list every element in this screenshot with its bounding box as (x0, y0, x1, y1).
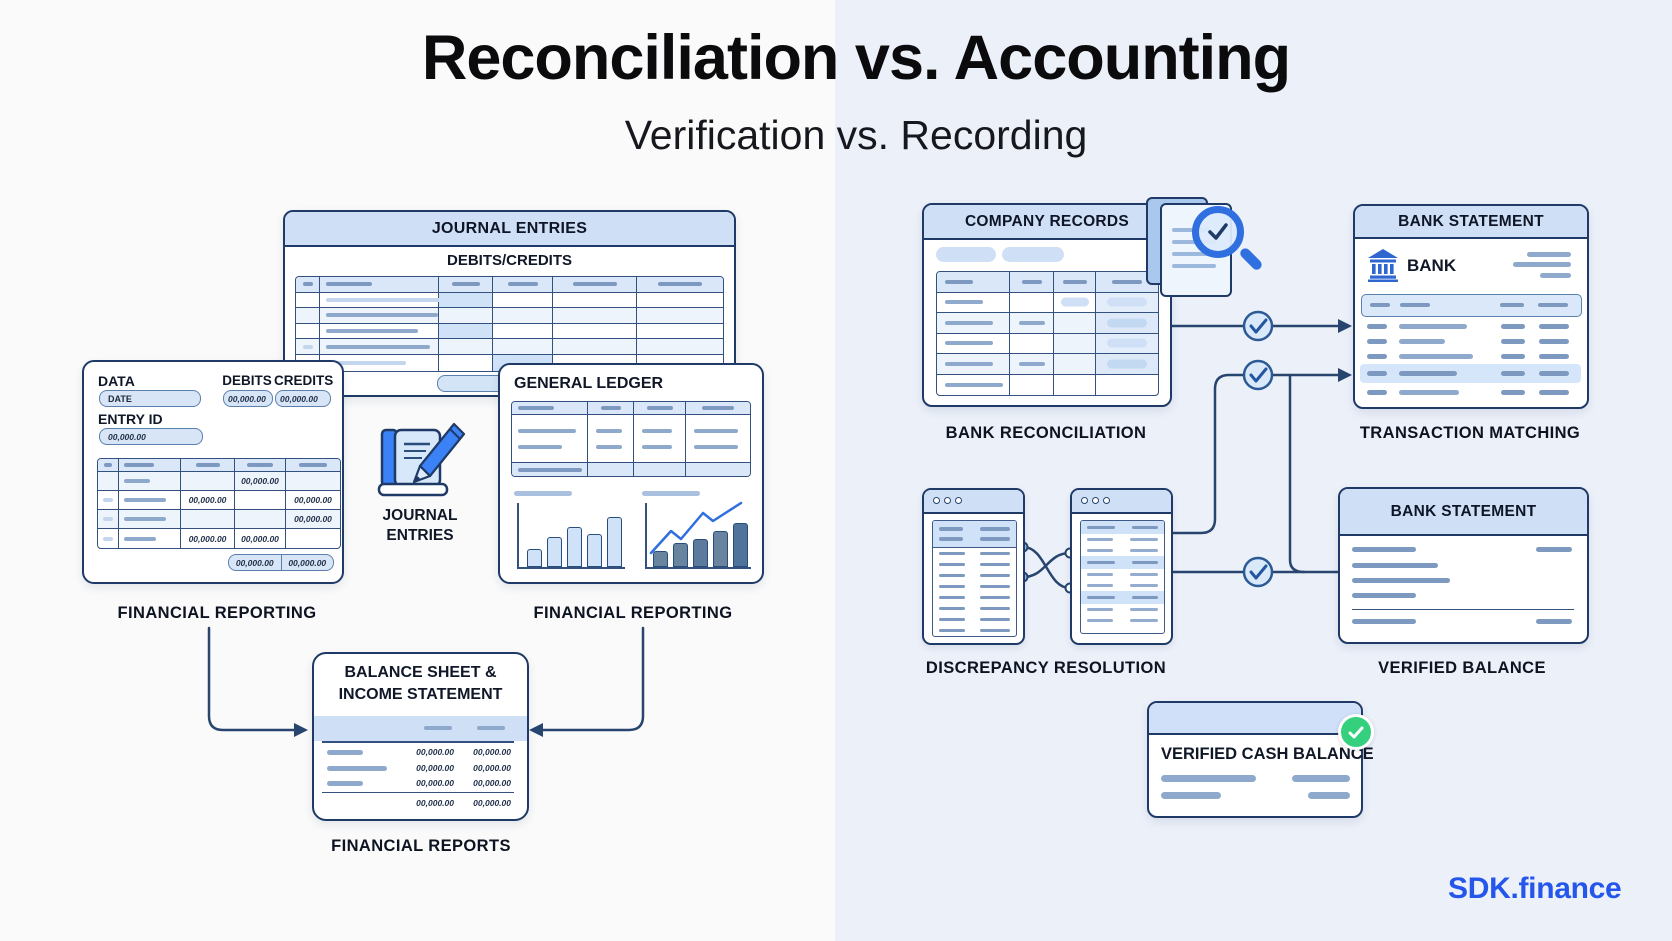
company-records-card: COMPANY RECORDS (922, 203, 1172, 407)
total-debits-value: 00,000.00 (229, 555, 282, 570)
caption-discrepancy-resolution: DISCREPANCY RESOLUTION (925, 659, 1167, 677)
ledger-trend-chart (645, 501, 751, 569)
chart-title-dash-right (642, 491, 700, 496)
bank-statement-top-header: BANK STATEMENT (1355, 206, 1587, 239)
debits-credits-subheader: DEBITS/CREDITS (446, 252, 572, 269)
total-credits-value: 00,000.00 (288, 557, 327, 568)
journal-entries-table (295, 276, 724, 372)
caption-bank-reconciliation: BANK RECONCILIATION (945, 424, 1147, 442)
debits-amount-value: 00,000.00 (228, 393, 266, 404)
entry-id-field: 00,000.00 (99, 428, 203, 445)
general-ledger-card: GENERAL LEDGER (498, 363, 764, 584)
bank-statement-bottom-card: BANK STATEMENT (1338, 487, 1589, 644)
journal-book-icon (377, 422, 466, 497)
discrepancy-window-right (1070, 488, 1173, 645)
bank-label: BANK (1407, 256, 1457, 275)
data-label: DATA (98, 373, 135, 389)
caption-verified-balance: VERIFIED BALANCE (1378, 659, 1546, 677)
trend-line-icon (649, 501, 743, 555)
journal-entries-card-header: JOURNAL ENTRIES (285, 212, 734, 247)
balance-total-debit: 00,000.00 (416, 798, 454, 808)
company-records-table (936, 271, 1159, 396)
card-stripe (1149, 703, 1361, 735)
credits-label: CREDITS (274, 373, 334, 388)
chart-title-dash-left (514, 491, 572, 496)
bank-statement-top-card: BANK STATEMENT BANK (1353, 204, 1589, 409)
window-dot-icon (933, 497, 940, 504)
verified-cash-balance-title: VERIFIED CASH BALANCE (1161, 745, 1374, 763)
magnifier-check-icon (1192, 206, 1244, 258)
window-dot-icon (1081, 497, 1088, 504)
window-dot-icon (1103, 497, 1110, 504)
data-card-table: 00,000.00 00,000.00 00,000.00 00,000.00 … (97, 458, 341, 549)
entry-id-label: ENTRY ID (98, 411, 163, 427)
window-titlebar (924, 490, 1023, 514)
caption-transaction-matching: TRANSACTION MATCHING (1359, 424, 1581, 442)
green-check-icon (1338, 714, 1374, 750)
financial-reporting-data-card: DATA DATE DEBITS CREDITS 00,000.00 00,00… (82, 360, 344, 584)
caption-financial-reporting-left: FINANCIAL REPORTING (117, 604, 317, 622)
date-field-value: DATE (108, 393, 132, 404)
journal-icon-label: JOURNAL ENTRIES (382, 507, 458, 545)
credits-amount-value: 00,000.00 (280, 393, 318, 404)
highlighted-statement-row (1360, 364, 1581, 383)
debits-amount-field: 00,000.00 (223, 390, 273, 407)
company-records-header: COMPANY RECORDS (924, 205, 1170, 240)
balance-card-title-line1: BALANCE SHEET & (344, 664, 497, 681)
totals-pill: 00,000.00 00,000.00 (228, 554, 334, 571)
credits-amount-field: 00,000.00 (275, 390, 331, 407)
brand-logo: SDK.finance (1448, 872, 1622, 905)
filter-pill-1 (936, 247, 996, 262)
balance-total-credit: 00,000.00 (473, 798, 511, 808)
entry-id-value: 00,000.00 (108, 431, 146, 442)
check-badge-icons (1242, 310, 1274, 588)
balance-header-band (314, 716, 527, 741)
balance-sheet-card: BALANCE SHEET & INCOME STATEMENT 00,000.… (312, 652, 529, 821)
bank-statement-bottom-header: BANK STATEMENT (1340, 489, 1587, 536)
discrepancy-window-left (922, 488, 1025, 645)
ledger-list (932, 520, 1017, 637)
matched-groups-list (1080, 520, 1165, 634)
general-ledger-title: GENERAL LEDGER (514, 375, 664, 392)
filter-pill-2 (1002, 247, 1064, 262)
window-dot-icon (955, 497, 962, 504)
window-titlebar (1072, 490, 1171, 514)
ledger-bar-chart (517, 503, 625, 569)
document-verification-icon (1140, 192, 1264, 302)
page-title: Reconciliation vs. Accounting (421, 23, 1291, 93)
bank-building-icon (1368, 249, 1398, 282)
general-ledger-table (511, 401, 751, 477)
window-dot-icon (944, 497, 951, 504)
debits-label: DEBITS (222, 373, 272, 388)
verified-cash-balance-card: VERIFIED CASH BALANCE (1147, 701, 1374, 818)
caption-financial-reporting-right: FINANCIAL REPORTING (533, 604, 733, 622)
page-subtitle: Verification vs. Recording (624, 112, 1088, 158)
date-field: DATE (99, 390, 201, 407)
caption-financial-reports: FINANCIAL REPORTS (331, 837, 511, 855)
matched-transaction-row (1361, 294, 1582, 317)
balance-card-title-line2: INCOME STATEMENT (338, 686, 503, 703)
window-dot-icon (1092, 497, 1099, 504)
